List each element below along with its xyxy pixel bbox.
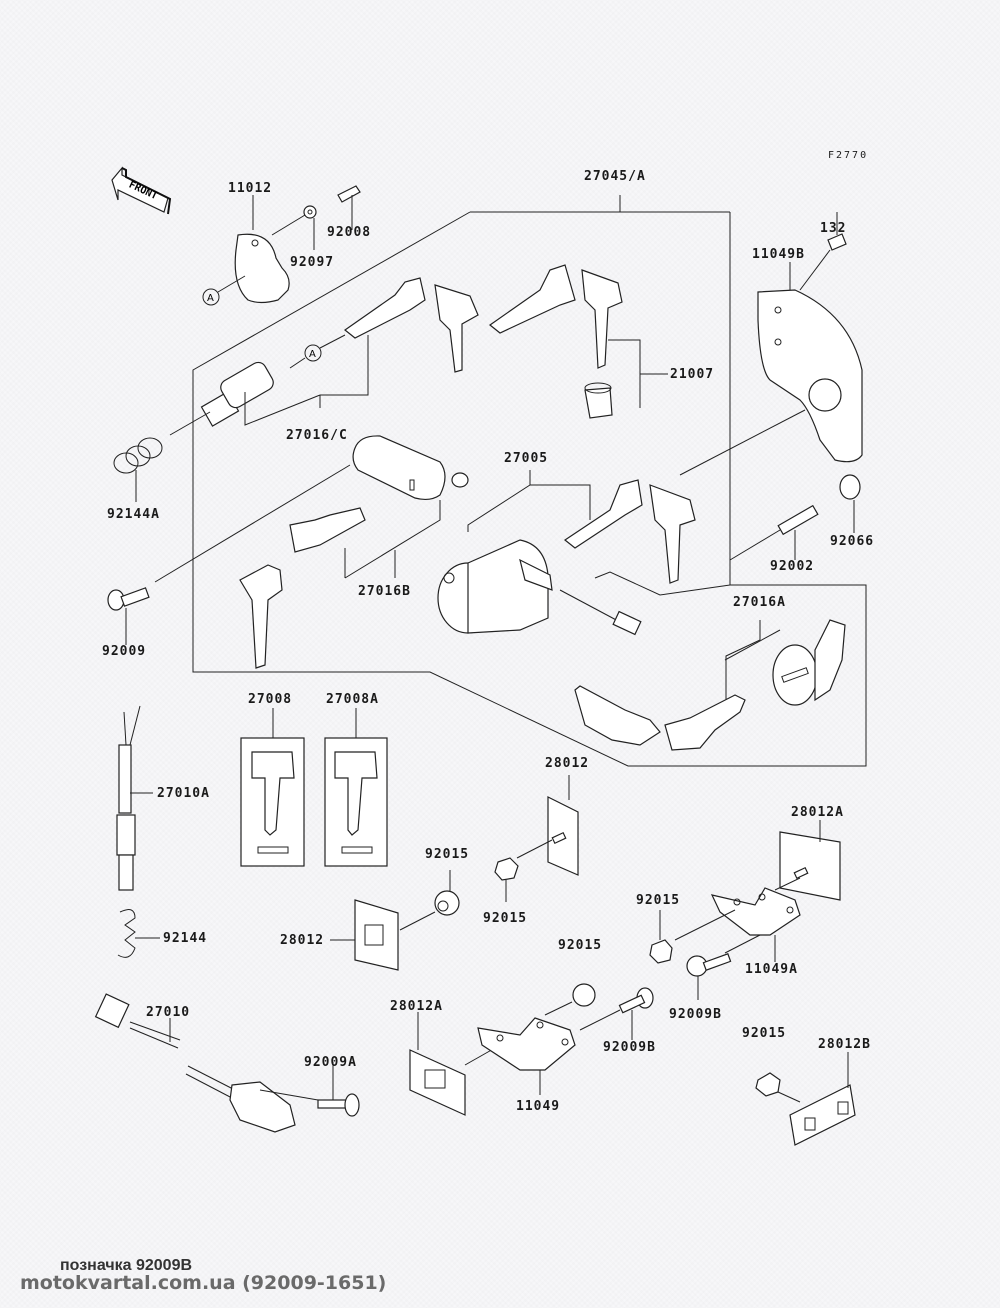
part-92015-nut-d [544,983,596,1016]
part-92015-nut-a [494,857,519,902]
part-92144A-springs [113,411,211,502]
part-label-27016A: 27016A [733,595,786,610]
part-28012B-reflector [789,1052,856,1146]
part-92066-grommet [839,474,861,533]
part-28012A-reflector-left [409,1012,496,1116]
part-label-28012A-right: 28012A [791,805,844,820]
part-label-92009A: 92009A [304,1055,357,1070]
part-92009B-bolt-a [686,934,761,1000]
part-label-28012A-left: 28012A [390,999,443,1014]
part-11049-bracket [477,1017,576,1095]
part-27008-keycard [240,708,305,867]
part-label-11049A: 11049A [745,962,798,977]
part-label-27016B: 27016B [358,584,411,599]
part-92002-bolt [729,504,819,561]
part-label-92144: 92144 [163,931,208,946]
part-92009-screw [107,587,150,645]
part-11049B-plate [679,212,863,476]
part-label-28012-left: 28012 [280,933,325,948]
part-label-92015-c: 92015 [636,893,681,908]
part-27005-ignition [437,470,731,636]
part-label-92015-e: 92015 [742,1026,787,1041]
part-label-27010A: 27010A [157,786,210,801]
part-21007-keys [488,264,668,419]
part-11049A-bracket [710,877,801,962]
part-92015-nut-c [649,909,736,964]
svg-text:A: A [207,293,214,304]
part-label-132: 132 [820,221,847,236]
part-label-92015-d: 92015 [558,938,603,953]
part-92009B-bolt-b [579,987,654,1040]
part-11012-plate: A [202,185,361,306]
part-label-27008: 27008 [248,692,293,707]
part-label-92015-b: 92015 [483,911,528,926]
part-27010-switch [94,993,319,1133]
caption-part-designation: позначка 92009B [60,1257,193,1274]
part-label-11049: 11049 [516,1099,561,1114]
part-label-92009B-a: 92009B [669,1007,722,1022]
svg-text:A: A [309,349,316,360]
part-92015-nut-e [755,1072,801,1103]
part-label-92002: 92002 [770,559,815,574]
part-label-92066: 92066 [830,534,875,549]
part-27016C-cylinder: A [200,277,479,427]
front-arrow-icon: FRONT [111,166,172,215]
part-label-27005: 27005 [504,451,549,466]
part-label-92015-a: 92015 [425,847,470,862]
part-28012-reflector-top [516,775,579,876]
part-label-21007: 21007 [670,367,715,382]
part-label-92009: 92009 [102,644,147,659]
part-label-11012: 11012 [228,181,273,196]
part-27016B-cap [154,435,469,669]
part-label-27008A: 27008A [326,692,379,707]
figure-id: F2770 [828,150,869,161]
part-27016A-lock [574,619,846,751]
part-label-27016C: 27016/C [286,428,348,443]
part-28012-reflector-left [330,899,399,971]
part-label-92008: 92008 [327,225,372,240]
part-label-28012B: 28012B [818,1037,871,1052]
part-label-27010: 27010 [146,1005,191,1020]
part-label-28012-top: 28012 [545,756,590,771]
part-label-92144A: 92144A [107,507,160,522]
caption-source-link[interactable]: motokvartal.com.ua (92009-1651) [20,1272,387,1294]
part-27008A-keycard [324,708,388,867]
part-label-92009B-b: 92009B [603,1040,656,1055]
part-92009A-screw [317,1062,360,1117]
part-label-92097: 92097 [290,255,335,270]
part-28012A-reflector-right [779,820,841,901]
part-label-11049B: 11049B [752,247,805,262]
part-label-27045A: 27045/A [584,169,646,184]
assembly-bracket-lines [192,195,867,767]
part-92015-nut-b [399,870,460,931]
part-27010A-switch [116,705,160,958]
